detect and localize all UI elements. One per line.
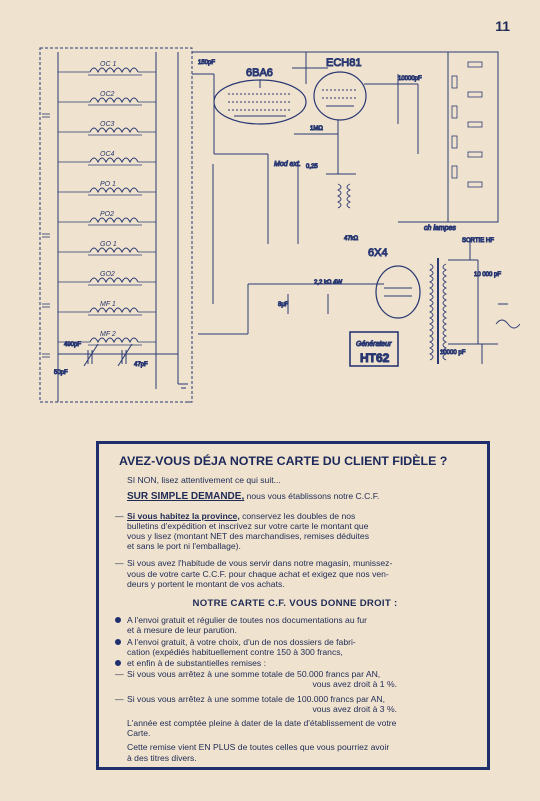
- svg-text:0,25: 0,25: [306, 164, 318, 170]
- card-right-item: A l'envoi gratuit et régulier de toutes …: [113, 615, 477, 635]
- coil-label: GO 1: [100, 241, 117, 248]
- card-discount-note: Cette remise vient EN PLUS de toutes cel…: [127, 742, 390, 763]
- coil-label: OC2: [100, 91, 115, 98]
- tube-6x4-envelope: [375, 265, 421, 319]
- coil-label: MF 1: [100, 301, 116, 308]
- card-shop-paragraph: — Si vous avez l'habitude de vous servir…: [115, 558, 393, 589]
- tube-ech81-envelope: [313, 71, 367, 121]
- coil-po1: PO 1: [58, 181, 156, 196]
- svg-text:150pF: 150pF: [198, 60, 215, 66]
- card-right-item: et enfin à de substantielles remises :: [113, 658, 477, 668]
- bullet-icon: [115, 660, 121, 667]
- coil-oc4: OC4: [58, 151, 156, 166]
- svg-text:50pF: 50pF: [54, 370, 68, 376]
- card-demand: SUR SIMPLE DEMANDE, nous vous établisson…: [127, 491, 380, 503]
- generator-label-line1: Générateur: [356, 341, 392, 348]
- card-province-paragraph: — Si vous habitez la province, conservez…: [115, 510, 370, 552]
- coil-label: PO2: [100, 211, 114, 218]
- customer-card-box: AVEZ-VOUS DÉJA NOTRE CARTE DU CLIENT FID…: [96, 441, 490, 770]
- card-province-bold: Si vous habitez la province,: [127, 510, 240, 521]
- label-mod-ext: Mod ext.: [274, 161, 301, 168]
- label-sortie-hf: SORTIE HF: [462, 238, 494, 244]
- tube-label-6x4: 6X4: [368, 247, 388, 259]
- card-discount-tier: — Si vous vous arrêtez à une somme total…: [115, 669, 397, 690]
- generator-label-box: [349, 331, 399, 367]
- card-rights-title: NOTRE CARTE C.F. VOUS DONNE DROIT :: [192, 598, 398, 610]
- attenuator-ladder: [447, 51, 499, 223]
- svg-text:2,2 kΩ 4W: 2,2 kΩ 4W: [314, 280, 342, 286]
- coil-oc1: OC 1: [58, 61, 156, 76]
- coil-label: OC4: [100, 151, 115, 158]
- coil-go2: GO2: [58, 271, 156, 286]
- label-ch-lampes: ch lampes: [424, 225, 456, 232]
- card-title: AVEZ-VOUS DÉJA NOTRE CARTE DU CLIENT FID…: [119, 454, 448, 468]
- card-right-item: A l'envoi gratuit, à votre choix, d'un d…: [113, 637, 477, 657]
- tube-label-6ba6: 6BA6: [246, 67, 273, 79]
- svg-text:490pF: 490pF: [64, 342, 81, 348]
- coil-oc2: OC2: [58, 91, 156, 106]
- svg-text:10000pF: 10000pF: [398, 76, 422, 82]
- card-intro: SI NON, lisez attentivement ce qui suit.…: [127, 475, 281, 486]
- svg-text:1MΩ: 1MΩ: [310, 126, 323, 132]
- coil-label: MF 2: [100, 331, 116, 338]
- svg-text:10000 pF: 10000 pF: [440, 350, 466, 356]
- coil-label: GO2: [100, 271, 115, 278]
- bullet-icon: [115, 638, 121, 645]
- card-year-note: L'année est comptée pleine à dater de la…: [127, 718, 397, 739]
- coil-label: OC3: [100, 121, 115, 128]
- bullet-icon: [115, 617, 121, 624]
- coil-oc3: OC3: [58, 121, 156, 136]
- card-demand-bold: SUR SIMPLE DEMANDE,: [127, 491, 245, 503]
- coil-box-frame: [39, 47, 193, 403]
- coil-go1: GO 1: [58, 241, 156, 256]
- coil-label: PO 1: [100, 181, 116, 188]
- coil-po2: PO2: [58, 211, 156, 226]
- tube-label-ech81: ECH81: [326, 57, 361, 69]
- coil-mf1: MF 1: [58, 301, 156, 316]
- svg-text:10 000 pF: 10 000 pF: [474, 272, 501, 278]
- svg-text:47kΩ: 47kΩ: [344, 236, 359, 242]
- coil-mf2: MF 2: [58, 331, 156, 346]
- coil-label: OC 1: [100, 61, 116, 68]
- page-number: 11: [495, 18, 510, 34]
- svg-text:8μF: 8μF: [278, 302, 289, 308]
- generator-label-line2: HT62: [360, 351, 390, 365]
- svg-text:47pF: 47pF: [134, 362, 148, 368]
- card-discount-tier: — Si vous vous arrêtez à une somme total…: [115, 693, 397, 714]
